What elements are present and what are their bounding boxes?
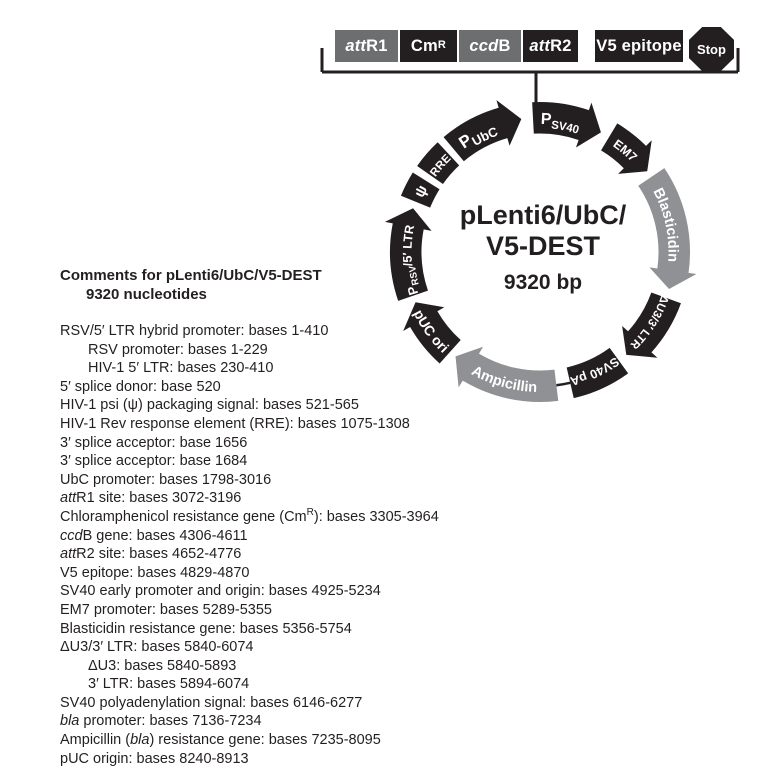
segment-puc-ori (403, 302, 461, 364)
plasmid-size-label: 9320 bp (504, 271, 582, 294)
segment-label-part: RSV (407, 264, 421, 286)
feature-comment-line: attR2 site: bases 4652-4776 (60, 545, 440, 564)
feature-comment-line: pUC origin: bases 8240-8913 (60, 750, 440, 769)
feature-comment-part: promoter: bases 7136-7234 (79, 713, 262, 730)
feature-comment-part: RSV promoter: bases 1-229 (88, 341, 268, 358)
feature-comment-part: 3′ LTR: bases 5894-6074 (88, 676, 250, 693)
feature-comment-part: bla (130, 732, 150, 749)
feature-comment-part: SV40 early promoter and origin: bases 49… (60, 583, 381, 600)
feature-comment-line: V5 epitope: bases 4829-4870 (60, 564, 440, 583)
feature-comment-part: HIV-1 Rev response element (RRE): bases … (60, 415, 410, 432)
feature-comment-part: ΔU3: bases 5840-5893 (88, 657, 237, 674)
feature-comment-line: 5′ splice donor: base 520 (60, 378, 440, 397)
cassette-bracket (320, 48, 740, 104)
segment-p-ubc (443, 100, 522, 162)
feature-comment-part: Ampicillin ( (60, 732, 131, 749)
segment-p-rsv-5ltr (384, 208, 432, 301)
feature-comment-part: att (60, 490, 77, 507)
feature-comment-part: HIV-1 5′ LTR: bases 230-410 (88, 360, 274, 377)
feature-comment-part: EM7 promoter: bases 5289-5355 (60, 601, 272, 618)
feature-comment-line: bla promoter: bases 7136-7234 (60, 712, 440, 731)
comments-title: Comments for pLenti6/UbC/V5-DEST (60, 267, 322, 284)
feature-comment-part: ccd (60, 527, 83, 544)
segment-label-part: /5′ LTR (400, 224, 417, 267)
cassette-box-label-part: B (498, 36, 511, 55)
feature-comment-part: 3′ splice acceptor: base 1656 (60, 434, 248, 451)
stop-octagon: Stop (689, 27, 734, 71)
cassette-box-label-part: R2 (550, 36, 572, 55)
feature-comment-part: 5′ splice donor: base 520 (60, 378, 221, 395)
cassette-box-label-part: Cm (410, 36, 438, 55)
feature-comment-line: ΔU3/3′ LTR: bases 5840-6074 (60, 638, 440, 657)
feature-comment-part: 3′ splice acceptor: base 1684 (60, 453, 248, 470)
feature-comment-part: R2 site: bases 4652-4776 (76, 546, 242, 563)
feature-comment-line: 3′ LTR: bases 5894-6074 (88, 675, 440, 694)
feature-comment-part: B gene: bases 4306-4611 (82, 527, 248, 544)
feature-comment-part: pUC origin: bases 8240-8913 (60, 750, 249, 767)
feature-comment-line: UbC promoter: bases 1798-3016 (60, 471, 440, 490)
feature-comment-part: SV40 polyadenylation signal: bases 6146-… (60, 694, 363, 711)
feature-comment-line: ΔU3: bases 5840-5893 (88, 657, 440, 676)
cassette-box-label-part: V5 epitope (596, 36, 682, 55)
comments-panel: Comments for pLenti6/UbC/V5-DEST 9320 nu… (60, 266, 440, 768)
feature-comment-part: UbC promoter: bases 1798-3016 (60, 471, 272, 488)
segment-psi (400, 172, 440, 208)
feature-comment-part: HIV-1 psi (ψ) packaging signal: bases 52… (60, 397, 359, 414)
feature-comment-line: HIV-1 5′ LTR: bases 230-410 (88, 359, 440, 378)
segment-p-sv40 (532, 102, 601, 148)
feature-comment-part: ΔU3/3′ LTR: bases 5840-6074 (60, 639, 254, 656)
comments-subtitle: 9320 nucleotides (86, 286, 207, 303)
segment-rre (417, 142, 460, 185)
segment-ampicillin (455, 346, 559, 402)
segment-link-line (556, 381, 571, 387)
feature-comment-line: ccdB gene: bases 4306-4611 (60, 527, 440, 546)
plasmid-title-line2: V5-DEST (486, 231, 601, 261)
feature-comment-part: ): bases 3305-3964 (313, 508, 439, 525)
feature-comment-part: bla (60, 713, 80, 730)
feature-comment-line: Ampicillin (bla) resistance gene: bases … (60, 731, 440, 750)
feature-comment-part: Blasticidin resistance gene: bases 5356-… (60, 620, 352, 637)
feature-comment-part: ) resistance gene: bases 7235-8095 (149, 732, 381, 749)
feature-comment-line: attR1 site: bases 3072-3196 (60, 489, 440, 508)
feature-comment-line: EM7 promoter: bases 5289-5355 (60, 601, 440, 620)
feature-comment-line: SV40 early promoter and origin: bases 49… (60, 582, 440, 601)
feature-comment-line: RSV/5′ LTR hybrid promoter: bases 1-410 (60, 322, 440, 341)
segment-label-part: P (540, 111, 552, 128)
segment-du3-3ltr (622, 292, 681, 358)
segment-blasticidin (638, 168, 697, 289)
feature-comment-part: R1 site: bases 3072-3196 (76, 490, 242, 507)
feature-comment-part: Chloramphenicol resistance gene (Cm (60, 508, 307, 525)
cassette-box-V5-epitope: V5 epitope (595, 30, 683, 62)
cassette-box-label-part: att (529, 36, 551, 55)
segment-em7 (601, 123, 652, 174)
feature-comment-line: Chloramphenicol resistance gene (CmR): b… (60, 508, 440, 527)
feature-comment-part: att (60, 546, 77, 563)
feature-comment-line: 3′ splice acceptor: base 1656 (60, 434, 440, 453)
feature-comment-line: HIV-1 psi (ψ) packaging signal: bases 52… (60, 396, 440, 415)
cassette-box-label-part: ccd (469, 36, 499, 55)
feature-comment-line: RSV promoter: bases 1-229 (88, 341, 440, 360)
feature-comment-part: V5 epitope: bases 4829-4870 (60, 564, 250, 581)
feature-comment-line: SV40 polyadenylation signal: bases 6146-… (60, 694, 440, 713)
cassette-box-label-part: att (345, 36, 367, 55)
cassette-box-label-part: R1 (366, 36, 388, 55)
feature-comment-line: 3′ splice acceptor: base 1684 (60, 452, 440, 471)
feature-comment-part: RSV/5′ LTR hybrid promoter: bases 1-410 (60, 323, 329, 339)
feature-comment-part: R (306, 507, 314, 519)
feature-comment-line: Blasticidin resistance gene: bases 5356-… (60, 620, 440, 639)
plasmid-title-line1: pLenti6/UbC/ (460, 200, 627, 230)
feature-comment-line: HIV-1 Rev response element (RRE): bases … (60, 415, 440, 434)
segment-sv40-pa (566, 347, 629, 399)
